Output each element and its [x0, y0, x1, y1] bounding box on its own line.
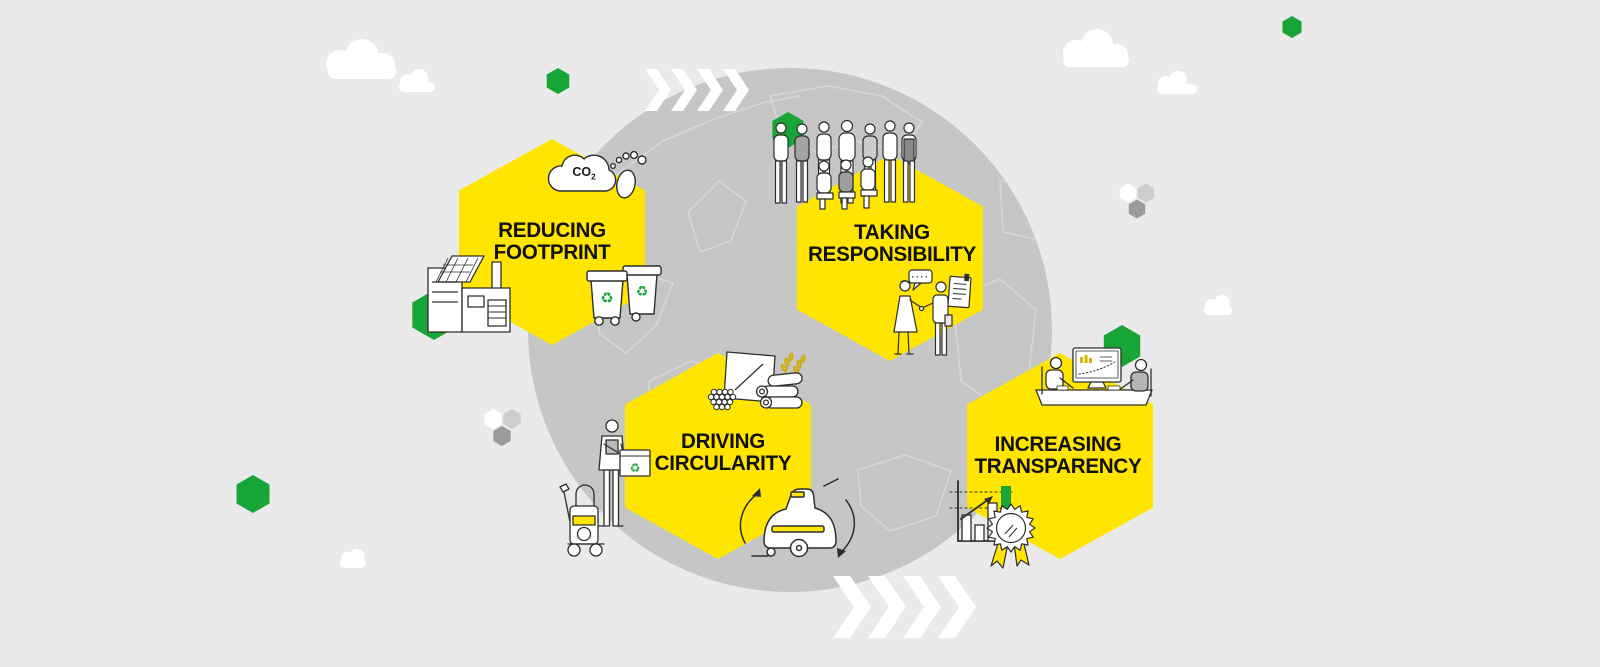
- recycle-symbol-icon: ♻: [630, 461, 641, 475]
- cloud-small-icon: [1204, 295, 1232, 315]
- title-line-2: FOOTPRINT: [493, 240, 611, 264]
- factory-solar-icon: [427, 255, 511, 333]
- hexagon-title-driving-circularity: DRIVING CIRCULARITY: [655, 430, 792, 474]
- hexagon-cluster: [1119, 183, 1155, 219]
- cloud-small-icon: [340, 549, 366, 568]
- co2-label: CO2: [572, 165, 595, 182]
- title-line-2: CIRCULARITY: [654, 451, 792, 475]
- green-hexagon: [546, 68, 570, 94]
- meeting-monitor-icon: [1035, 347, 1153, 406]
- speech-bubble-dots: ····: [911, 272, 930, 282]
- co2-cloud-icon: [547, 154, 617, 192]
- hexagon-title-reducing-footprint: REDUCING FOOTPRINT: [494, 219, 611, 263]
- award-ribbon-icon: [986, 503, 1036, 569]
- co2-text: CO: [572, 165, 592, 179]
- person-recycle-box-icon: ♻: [598, 419, 651, 527]
- title-line-1: DRIVING: [680, 429, 765, 453]
- co2-subscript: 2: [591, 172, 596, 182]
- chevron-arrows-top: [645, 69, 749, 111]
- cloud-icon: [1063, 29, 1129, 67]
- hexagon-cluster: [484, 409, 521, 446]
- pressure-washer-icon: [559, 483, 605, 557]
- green-hexagon: [236, 475, 270, 513]
- hexagon-title-taking-responsibility: TAKING RESPONSIBILITY: [808, 221, 976, 265]
- raw-materials-icon: [707, 351, 806, 411]
- recycling-bins-icon: ♻ ♻: [586, 265, 662, 326]
- footprint-icon: [610, 150, 647, 199]
- title-line-1: TAKING: [854, 220, 930, 244]
- speech-bubble-icon: [908, 269, 933, 291]
- title-line-1: REDUCING: [498, 218, 606, 242]
- cloud-icon: [326, 39, 396, 79]
- screen-bar-chart: [1080, 355, 1092, 363]
- handshake-icon: [893, 280, 953, 356]
- floor-scrubber-loop-icon: [739, 478, 856, 558]
- cloud-small-icon: [399, 69, 435, 92]
- recycle-symbol-icon: ♻: [600, 289, 613, 307]
- green-hexagon: [1282, 16, 1302, 38]
- document-icon: [947, 273, 972, 309]
- title-line-2: TRANSPARENCY: [974, 454, 1142, 478]
- employee-group-icon: [773, 119, 917, 210]
- title-line-1: INCREASING: [994, 432, 1122, 456]
- chevron-arrows-bottom: [833, 576, 976, 638]
- recycle-symbol-icon: ♻: [636, 284, 649, 300]
- hexagon-title-increasing-transparency: INCREASING TRANSPARENCY: [974, 433, 1141, 477]
- cloud-small-icon: [1157, 71, 1197, 94]
- title-line-2: RESPONSIBILITY: [808, 242, 976, 266]
